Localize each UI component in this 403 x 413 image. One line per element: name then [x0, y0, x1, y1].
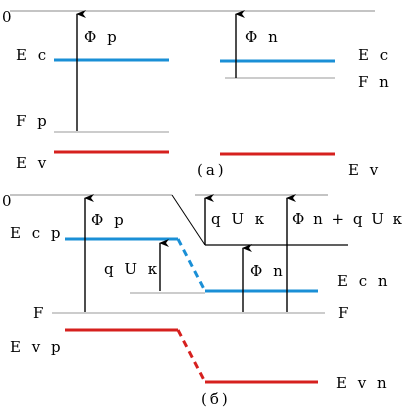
ev-label-p-a: E v [16, 154, 49, 172]
phi-n-plus-qUk-label-b: Φ n + q U к [292, 210, 403, 228]
evn-label-b: E v n [336, 374, 390, 392]
ev-label-n-a: E v [348, 161, 381, 179]
panel-a: 0 E c F p E v Φ p E c F n E v Φ n (а) [2, 8, 392, 179]
ec-label-p-a: E c [16, 46, 49, 64]
ecp-label-b: E c p [10, 224, 64, 242]
ec-bend-b [176, 238, 207, 292]
qUk-top-label-b: q U к [211, 210, 267, 228]
phi-n-label-b: Φ n [250, 262, 286, 280]
ecn-label-b: E c n [337, 272, 391, 290]
evp-label-b: E v p [10, 338, 64, 356]
phi-n-label-a: Φ n [245, 28, 281, 46]
phi-p-label-b: Φ p [91, 211, 127, 229]
ec-label-n-a: E c [358, 46, 391, 64]
caption-b: (б) [201, 390, 231, 408]
zero-label-b: 0 [2, 192, 15, 210]
panel-b: 0 E c p E v p F F E c n E v n Φ p q U к … [2, 192, 403, 408]
fp-label-a: F p [16, 112, 50, 130]
f-left-label-b: F [33, 304, 46, 322]
vacuum-level-bend-b [171, 194, 206, 246]
ev-bend-b [176, 329, 207, 383]
qUk-left-label-b: q U к [104, 260, 160, 278]
zero-label-a: 0 [2, 8, 15, 26]
fn-label-a: F n [358, 73, 392, 91]
caption-a: (а) [197, 161, 227, 179]
phi-p-label-a: Φ p [84, 28, 120, 46]
f-right-label-b: F [338, 304, 351, 322]
